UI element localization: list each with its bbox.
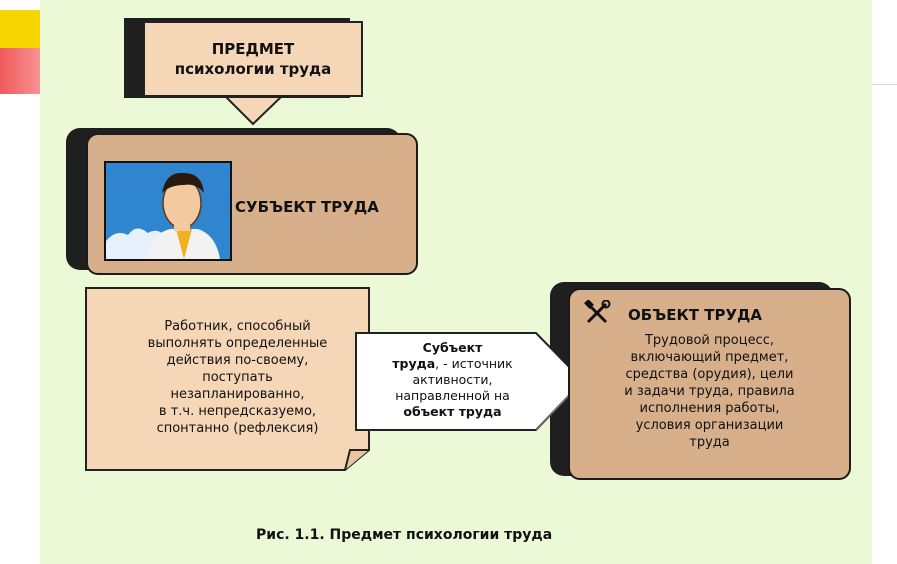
arrow-rest-2: , - источник [435, 356, 513, 371]
object-line: условия организации [635, 418, 784, 433]
object-line: и задачи труда, правила [624, 384, 795, 399]
down-arrow [223, 96, 284, 126]
slide-decoration-yellow [0, 10, 44, 50]
subject-of-study-box: ПРЕДМЕТ психологии труда [143, 21, 363, 97]
arrow-bold-1: Субъект [422, 340, 483, 355]
figure-caption: Рис. 1.1. Предмет психологии труда [256, 527, 553, 543]
subject-box: СУБЪЕКТ ТРУДА [86, 133, 418, 275]
note-text: Работник, способный выполнять определенн… [86, 288, 389, 466]
object-line: труда [689, 435, 730, 450]
object-line: исполнения работы, [639, 401, 780, 416]
worker-portrait-icon [104, 161, 232, 261]
arrow-text: Субъект труда, - источник активности, на… [365, 340, 540, 420]
note-line: выполнять определенные [147, 335, 328, 351]
note-line: действия по-своему, [166, 352, 309, 368]
arrow-line-3: активности, [412, 372, 493, 387]
note-line: в т.ч. непредсказуемо, [158, 403, 317, 419]
note-fold [344, 449, 369, 471]
title-line-2: психологии труда [174, 60, 332, 78]
note-line: незапланированно, [170, 386, 305, 402]
object-line: средства (орудия), цели [625, 367, 794, 382]
arrow-line-4: направленной на [395, 388, 510, 403]
title-line-1: ПРЕДМЕТ [211, 40, 295, 58]
object-line: Трудовой процесс, [644, 333, 774, 348]
object-box: ОБЪЕКТ ТРУДА Трудовой процесс, включающи… [568, 288, 851, 480]
object-line: включающий предмет, [630, 350, 789, 365]
object-title: ОБЪЕКТ ТРУДА [628, 306, 762, 324]
subject-label: СУБЪЕКТ ТРУДА [235, 198, 379, 216]
tools-icon [584, 300, 611, 324]
note-line: спонтанно (рефлексия) [156, 420, 319, 436]
object-text: Трудовой процесс, включающий предмет, ср… [582, 332, 837, 451]
arrow-bold-2: труда [392, 356, 436, 371]
note-line: поступать [202, 369, 273, 385]
arrow-bold-5: объект труда [403, 404, 502, 419]
note-line: Работник, способный [164, 318, 311, 334]
